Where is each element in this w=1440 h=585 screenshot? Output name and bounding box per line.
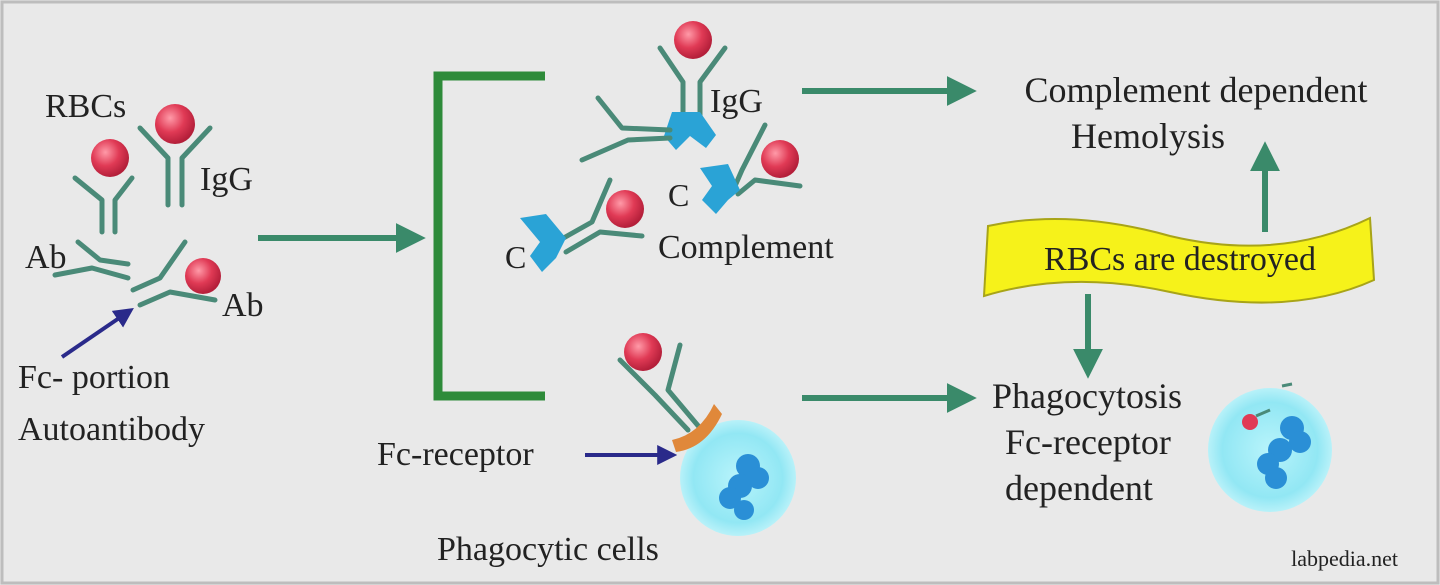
complement-pathway: IgG C C Complement <box>505 21 834 275</box>
igg-top-antibody <box>657 21 728 121</box>
antibody-complement-lower <box>520 177 645 272</box>
antibody-rbc-2 <box>137 104 213 208</box>
antibody-ab-upper <box>52 239 131 281</box>
phagocyte-result-nucleus <box>1257 416 1311 489</box>
rbc-3 <box>185 258 221 294</box>
label-igg-left: IgG <box>200 161 253 198</box>
label-ab-lower: Ab <box>222 287 264 324</box>
phagocytosis-pathway: Fc-receptor Phagocytic cells <box>377 333 796 568</box>
rbc-phagocyte <box>624 333 662 371</box>
engulfed-antibody-fragment <box>1255 408 1271 418</box>
antibody-rbc-1 <box>72 139 135 235</box>
rbc-1 <box>91 139 129 177</box>
rbc-top <box>674 21 712 59</box>
label-fc-receptor: Fc-receptor <box>377 436 534 473</box>
left-cluster: RBCs IgG Ab Ab Fc- portion Autoantibody <box>18 88 264 448</box>
label-hemolysis: Hemolysis <box>1071 116 1225 156</box>
fc-receptor-shape <box>672 404 722 452</box>
complement-molecule-center <box>664 112 716 150</box>
antibody-complement-right <box>700 122 803 214</box>
label-complement-dependent: Complement dependent <box>1025 70 1368 110</box>
antibody-fragment <box>1281 382 1293 388</box>
label-dependent: dependent <box>1005 468 1153 508</box>
pathway-bracket <box>433 71 545 401</box>
rbc-right <box>761 140 799 178</box>
destroyed-banner <box>982 216 1376 304</box>
label-phagocytic-cells: Phagocytic cells <box>437 531 659 568</box>
label-ab-upper: Ab <box>25 239 67 276</box>
outcomes: Complement dependent Hemolysis RBCs are … <box>982 70 1398 571</box>
label-fc-portion: Fc- portion <box>18 359 170 396</box>
rbc-lower <box>606 190 644 228</box>
phagocyte-nucleus <box>719 454 769 520</box>
label-complement: Complement <box>658 229 834 266</box>
rbc-2 <box>155 104 195 144</box>
label-igg-top: IgG <box>710 83 763 120</box>
label-complement-c1: C <box>668 177 689 213</box>
label-phagocytosis: Phagocytosis <box>992 376 1182 416</box>
engulfed-rbc <box>1242 414 1258 430</box>
label-complement-c2: C <box>505 239 526 275</box>
complement-molecule-lower <box>520 214 566 272</box>
watermark: labpedia.net <box>1291 546 1398 571</box>
label-rbcs-destroyed: RBCs are destroyed <box>1044 241 1316 278</box>
label-fc-receptor-result: Fc-receptor <box>1005 422 1171 462</box>
label-autoantibody: Autoantibody <box>18 411 205 448</box>
antibody-ab-lower <box>130 239 221 308</box>
label-rbcs: RBCs <box>45 88 126 125</box>
fc-portion-pointer-arrow <box>60 307 134 359</box>
complement-molecule-right <box>700 164 740 214</box>
